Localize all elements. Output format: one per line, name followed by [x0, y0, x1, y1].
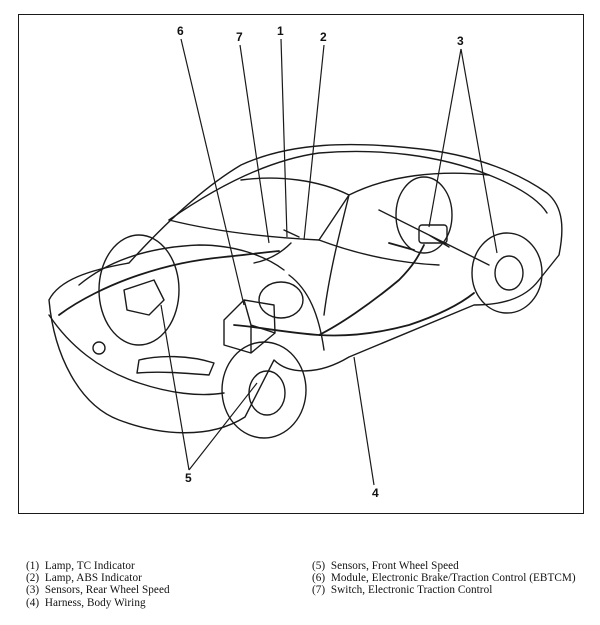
front-left-wheel — [98, 234, 180, 346]
legend-item-5: (5) Sensors, Front Wheel Speed — [312, 560, 576, 572]
front-wheel — [221, 341, 307, 439]
legend-text: Lamp, ABS Indicator — [44, 572, 142, 585]
front-left-brake — [123, 279, 165, 316]
front-emblem — [92, 341, 106, 355]
vehicle-illustration: 1 2 3 4 5 6 7 — [48, 24, 563, 500]
legend-item-3: (3) Sensors, Rear Wheel Speed — [26, 584, 170, 596]
ebtcm-module — [223, 299, 276, 354]
callout-6: 6 — [177, 24, 184, 38]
leader-line-2 — [303, 44, 325, 241]
front-bumper — [48, 314, 225, 396]
leader-line-6 — [180, 38, 245, 306]
front-wheel-hub — [248, 370, 286, 416]
legend-text: Sensors, Rear Wheel Speed — [44, 584, 170, 597]
leader-line-7 — [239, 44, 270, 244]
rear-right-wheel — [471, 232, 543, 314]
leader-line-4 — [353, 356, 375, 486]
legend-text: Module, Electronic Brake/Traction Contro… — [330, 572, 576, 585]
legend-text: Harness, Body Wiring — [44, 596, 146, 609]
legend-number: (1) — [26, 560, 40, 572]
legend-number: (5) — [312, 560, 326, 572]
headlight — [136, 355, 215, 376]
legend-column-left: (1) Lamp, TC Indicator (2) Lamp, ABS Ind… — [26, 560, 170, 609]
car-roof — [168, 150, 548, 221]
legend-text: Switch, Electronic Traction Control — [330, 584, 493, 597]
leader-line-1 — [280, 38, 288, 238]
rear-right-wheel-hub — [494, 255, 524, 291]
rear-window — [318, 172, 490, 266]
legend-number: (6) — [312, 572, 326, 585]
leader-line-3b — [460, 48, 498, 254]
legend-item-1: (1) Lamp, TC Indicator — [26, 560, 170, 572]
legend-item-6: (6) Module, Electronic Brake/Traction Co… — [312, 572, 576, 584]
rear-sensor-block — [418, 224, 448, 244]
legend-column-right: (5) Sensors, Front Wheel Speed (6) Modul… — [312, 560, 576, 597]
legend-item-7: (7) Switch, Electronic Traction Control — [312, 584, 576, 596]
legend-item-4: (4) Harness, Body Wiring — [26, 597, 170, 609]
leader-line-3a — [428, 48, 462, 228]
rear-left-wheel — [395, 176, 453, 254]
body-wiring-harness — [58, 242, 475, 337]
rear-axle — [378, 209, 490, 266]
legend-number: (7) — [312, 584, 326, 597]
callout-1: 1 — [277, 24, 284, 38]
callout-5-label: 5 — [185, 471, 192, 485]
leader-line-5b — [188, 382, 258, 471]
leader-line-5a — [160, 304, 190, 471]
door-line — [288, 194, 350, 351]
car-body-outline — [48, 143, 563, 434]
callout-4: 4 — [372, 486, 379, 500]
component-location-diagram: 1 2 3 4 5 6 7 — [18, 14, 584, 514]
hood — [78, 244, 285, 286]
legend-item-2: (2) Lamp, ABS Indicator — [26, 572, 170, 584]
callout-7: 7 — [236, 30, 243, 44]
legend-number: (3) — [26, 584, 40, 597]
callout-3: 3 — [457, 34, 464, 48]
legend-text: Lamp, TC Indicator — [44, 560, 135, 572]
legend-number: (4) — [26, 596, 40, 609]
brake-booster — [258, 281, 304, 319]
callout-2: 2 — [320, 30, 327, 44]
legend: (1) Lamp, TC Indicator (2) Lamp, ABS Ind… — [26, 560, 596, 620]
legend-text: Sensors, Front Wheel Speed — [330, 560, 459, 572]
legend-number: (2) — [26, 572, 40, 585]
windshield — [168, 177, 350, 241]
